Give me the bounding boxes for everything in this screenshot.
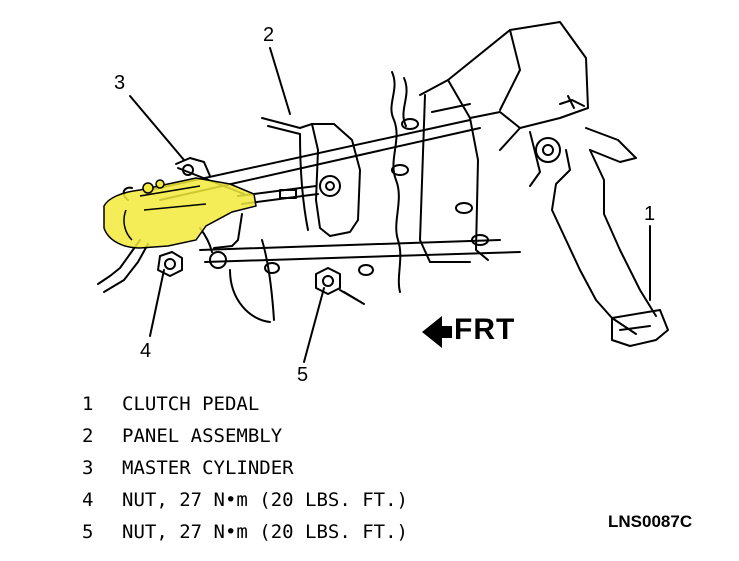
callout-2: 2 bbox=[263, 24, 275, 46]
callout-1: 1 bbox=[644, 203, 656, 225]
legend-text: MASTER CYLINDER bbox=[122, 457, 294, 479]
callout-5: 5 bbox=[297, 364, 309, 386]
leader-4 bbox=[149, 269, 165, 337]
frt-arrow-icon bbox=[422, 316, 452, 348]
legend-item: 1 CLUTCH PEDAL bbox=[82, 388, 542, 420]
figure-id: LNS0087C bbox=[608, 512, 693, 531]
leader-2 bbox=[269, 47, 291, 115]
legend-text: PANEL ASSEMBLY bbox=[122, 425, 283, 447]
legend-item: 5 NUT, 27 N•m (20 LBS. FT.) bbox=[82, 516, 542, 548]
legend-item: 4 NUT, 27 N•m (20 LBS. FT.) bbox=[82, 484, 542, 516]
leader-5 bbox=[303, 287, 325, 363]
leader-3 bbox=[129, 95, 185, 161]
legend-text: NUT, 27 N•m (20 LBS. FT.) bbox=[122, 489, 408, 511]
legend-number: 4 bbox=[82, 489, 94, 511]
legend-item: 3 MASTER CYLINDER bbox=[82, 452, 542, 484]
callout-4: 4 bbox=[140, 340, 152, 362]
nut-5 bbox=[264, 262, 374, 305]
pedal-bracket bbox=[391, 21, 589, 263]
legend-number: 2 bbox=[82, 425, 94, 447]
pedal-pivot bbox=[529, 95, 637, 187]
legend-number: 1 bbox=[82, 393, 94, 415]
legend-item: 2 PANEL ASSEMBLY bbox=[82, 420, 542, 452]
legend-number: 5 bbox=[82, 521, 94, 543]
direction-label: FRT bbox=[454, 313, 516, 346]
direction-indicator: FRT bbox=[454, 313, 515, 347]
callout-3: 3 bbox=[114, 72, 126, 94]
clutch-pedal bbox=[551, 149, 669, 347]
nut-4 bbox=[157, 251, 183, 277]
legend-number: 3 bbox=[82, 457, 94, 479]
push-rod bbox=[237, 175, 341, 205]
fluid-line bbox=[97, 239, 141, 285]
cut-line bbox=[390, 71, 402, 293]
master-cylinder-highlight bbox=[103, 177, 257, 249]
legend-text: CLUTCH PEDAL bbox=[122, 393, 260, 415]
legend-text: NUT, 27 N•m (20 LBS. FT.) bbox=[122, 521, 408, 543]
parts-legend: 1 CLUTCH PEDAL 2 PANEL ASSEMBLY 3 MASTER… bbox=[82, 388, 542, 548]
